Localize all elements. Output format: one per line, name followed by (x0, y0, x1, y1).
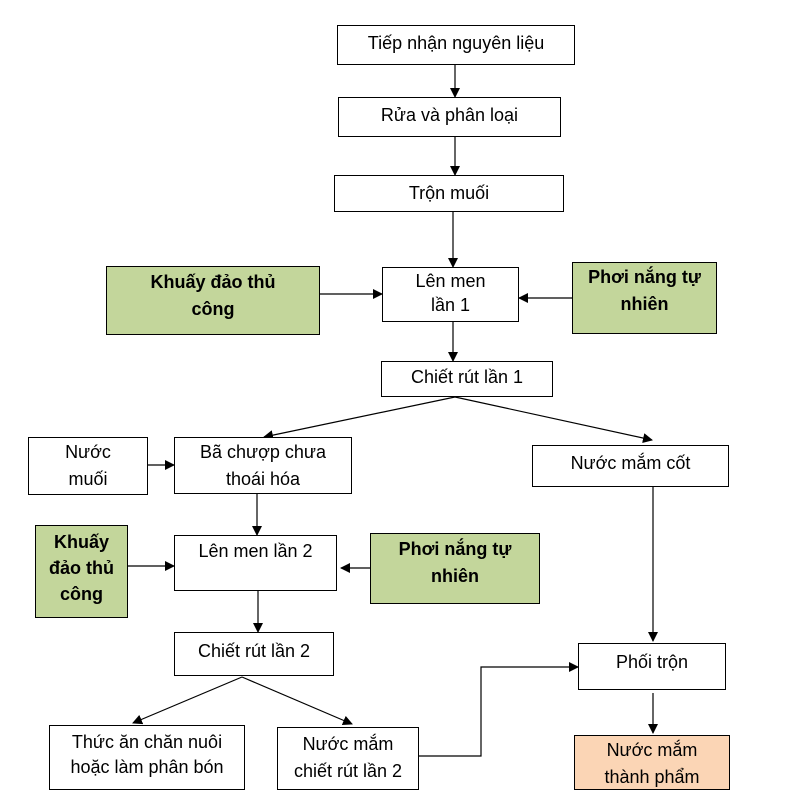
node-nuoc-muoi: Nước muối (28, 437, 148, 495)
arrow (419, 662, 579, 757)
node-len-men-2: Lên men lần 2 (174, 535, 337, 591)
node-len-men-1: Lên men lần 1 (382, 267, 519, 322)
node-phoi-2: Phơi nắng tự nhiên (370, 533, 540, 604)
node-thanh-pham: Nước mắm thành phẩm (574, 735, 730, 790)
node-rua: Rửa và phân loại (338, 97, 561, 137)
node-thuc-an: Thức ăn chăn nuôi hoặc làm phân bón (49, 725, 245, 790)
arrow (241, 676, 353, 726)
node-nuoc-mam-chiet-2: Nước mắm chiết rút lần 2 (277, 727, 419, 790)
node-khuay-2: Khuấy đảo thủ công (35, 525, 128, 618)
node-chiet-rut-2: Chiết rút lần 2 (174, 632, 334, 676)
node-phoi-tron: Phối trộn (578, 643, 726, 690)
node-phoi-1: Phơi nắng tự nhiên (572, 262, 717, 334)
arrow (454, 396, 653, 443)
node-ba-chuop: Bã chượp chưa thoái hóa (174, 437, 352, 494)
node-khuay-1: Khuấy đảo thủ công (106, 266, 320, 335)
node-nuoc-mam-cot: Nước mắm cốt (532, 445, 729, 487)
node-tron-muoi: Trộn muối (334, 175, 564, 212)
node-chiet-rut-1: Chiết rút lần 1 (381, 361, 553, 397)
arrow (132, 676, 243, 725)
arrow (263, 396, 456, 441)
node-tiep-nhan: Tiếp nhận nguyên liệu (337, 25, 575, 65)
